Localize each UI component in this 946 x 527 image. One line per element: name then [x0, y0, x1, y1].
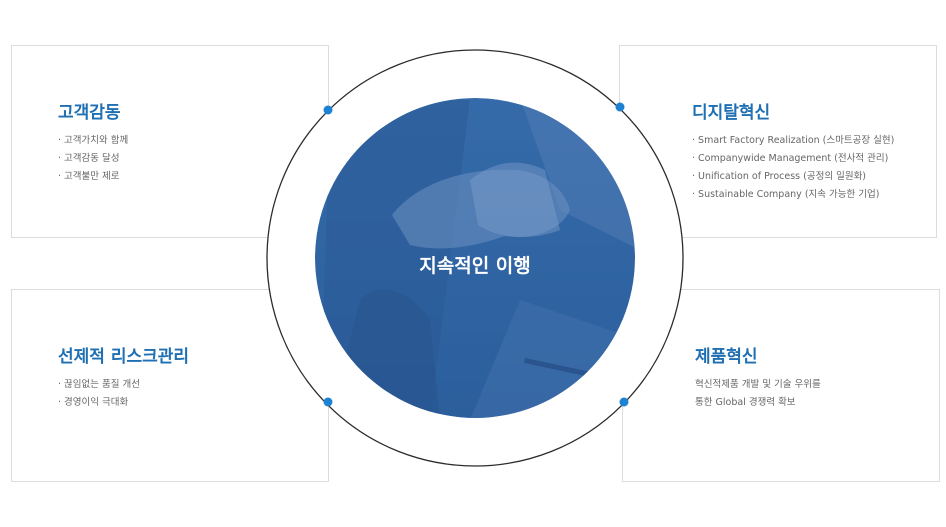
list-item: Companywide Management (전사적 관리) — [692, 150, 894, 168]
connector-dot — [323, 397, 333, 407]
bullet-list: 고객가치와 함께 고객감동 달성 고객불만 제로 — [58, 132, 128, 186]
list-item: 고객감동 달성 — [58, 150, 128, 168]
customer-satisfaction-box: 고객감동 고객가치와 함께 고객감동 달성 고객불만 제로 — [11, 45, 329, 238]
bullet-list: Smart Factory Realization (스마트공장 실현) Com… — [692, 132, 894, 204]
list-item: 끊임없는 품질 개선 — [58, 376, 140, 394]
list-item: 경영이익 극대화 — [58, 394, 140, 412]
list-item: Smart Factory Realization (스마트공장 실현) — [692, 132, 894, 150]
center-title: 지속적인 이행 — [419, 255, 531, 277]
list-item: Unification of Process (공정의 일원화) — [692, 168, 894, 186]
list-item: 고객불만 제로 — [58, 168, 128, 186]
risk-management-box: 선제적 리스크관리 끊임없는 품질 개선 경영이익 극대화 — [11, 289, 329, 482]
handshake-photo — [315, 98, 635, 418]
bullet-list: 끊임없는 품질 개선 경영이익 극대화 — [58, 376, 140, 412]
connector-dot — [323, 105, 333, 115]
box-title: 디지탈혁신 — [692, 103, 771, 123]
box-title: 고객감동 — [58, 103, 121, 123]
list-item: Sustainable Company (지속 가능한 기업) — [692, 186, 894, 204]
product-innovation-box: 제품혁신 혁신적제품 개발 및 기술 우위를 통한 Global 경쟁력 확보 — [622, 289, 940, 482]
description-line: 통한 Global 경쟁력 확보 — [695, 397, 796, 408]
connector-dot — [619, 397, 629, 407]
connector-dot — [615, 102, 625, 112]
description: 혁신적제품 개발 및 기술 우위를 통한 Global 경쟁력 확보 — [695, 376, 821, 412]
list-item: 고객가치와 함께 — [58, 132, 128, 150]
box-title: 제품혁신 — [695, 347, 758, 367]
box-title: 선제적 리스크관리 — [58, 347, 190, 367]
description-line: 혁신적제품 개발 및 기술 우위를 — [695, 379, 821, 390]
